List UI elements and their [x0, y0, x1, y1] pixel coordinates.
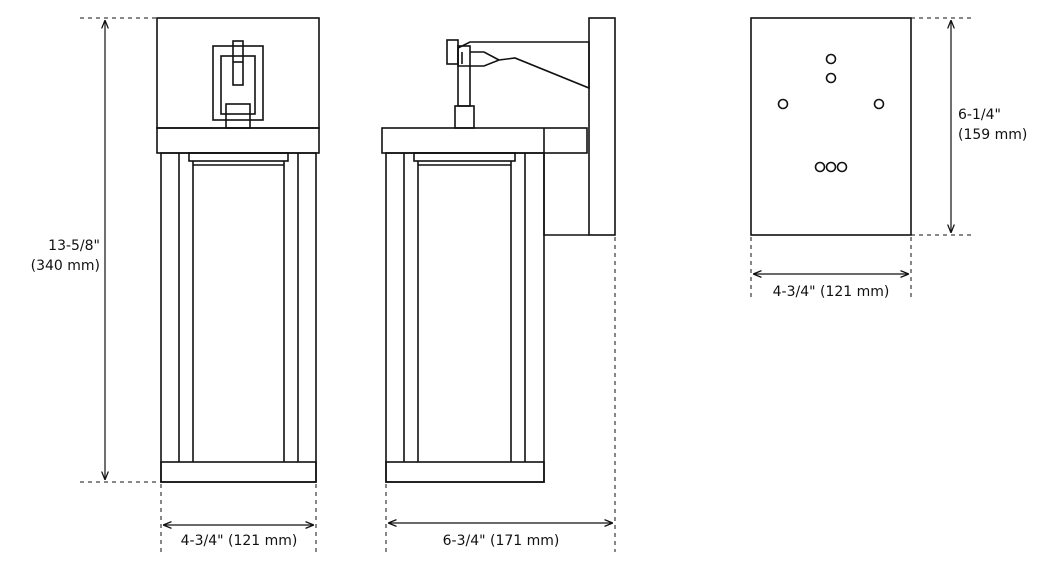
side-depth-label: 6-3/4" (171 mm) [443, 533, 560, 549]
mounting-hole [777, 98, 789, 110]
wire-hole [825, 161, 837, 173]
front-height-mm-label: (340 mm) [31, 258, 100, 274]
side-view [381, 17, 616, 483]
front-frame [160, 152, 317, 483]
wire-hole [836, 161, 848, 173]
mounting-hole [873, 98, 885, 110]
mounting-hole [825, 53, 837, 65]
front-top-rail [188, 152, 289, 162]
backplate-outline [750, 17, 912, 236]
backplate-view [750, 17, 912, 236]
front-view [156, 17, 320, 483]
front-width-dimension [160, 484, 317, 552]
side-arm [457, 41, 590, 90]
side-frame [385, 152, 545, 483]
front-bottom-rail [160, 461, 317, 483]
front-width-label: 4-3/4" (121 mm) [181, 533, 298, 549]
front-height-label: 13-5/8" [48, 238, 100, 254]
backplate-width-label: 4-3/4" (121 mm) [773, 284, 890, 300]
backplate-height-mm-label: (159 mm) [958, 127, 1027, 143]
side-depth-dimension [385, 237, 616, 552]
side-wall-plate [588, 17, 616, 236]
wire-hole [814, 161, 826, 173]
front-cap [156, 127, 320, 154]
backplate-height-label: 6-1/4" [958, 107, 1001, 123]
mounting-hole [825, 72, 837, 84]
front-backplate [156, 17, 320, 129]
backplate-width-dimension [750, 237, 912, 298]
backplate-height-dimension [911, 17, 975, 236]
side-hanger [446, 39, 475, 129]
front-hanger [212, 40, 264, 129]
front-height-dimension [80, 17, 161, 483]
side-cap [381, 127, 588, 154]
side-bottom-rail [385, 461, 545, 483]
side-top-rail [413, 152, 516, 162]
